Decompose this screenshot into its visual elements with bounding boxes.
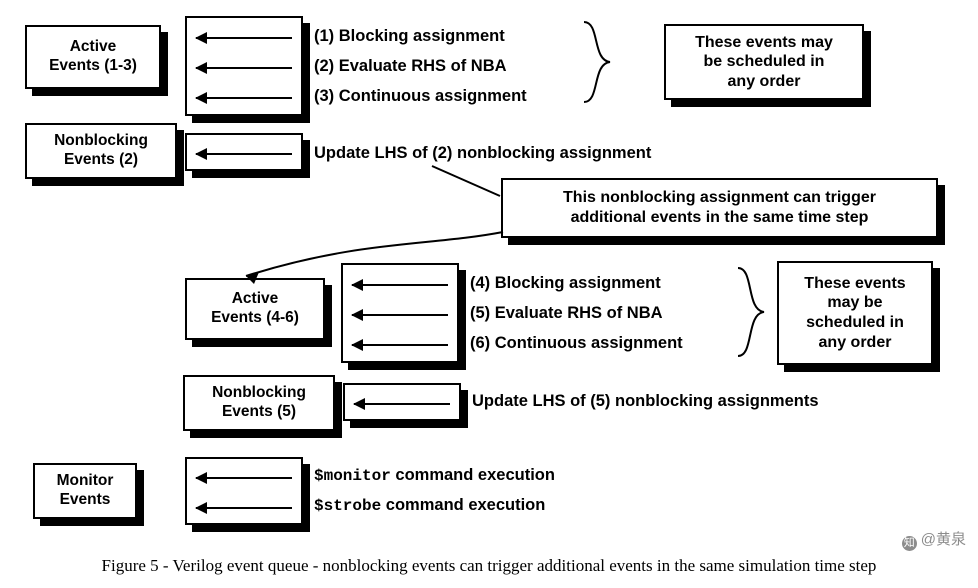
monitor-label-line1: Monitor	[56, 472, 114, 490]
active-4-6-item-2: (5) Evaluate RHS of NBA	[470, 304, 663, 322]
active-4-6-item-1: (4) Blocking assignment	[470, 274, 661, 292]
nonblocking-5-arrow-1	[353, 398, 450, 410]
note-1-line3: any order	[727, 72, 801, 90]
active-1-3-label: Active Events (1-3)	[25, 25, 161, 89]
nonblocking-2-arrow-1	[195, 148, 292, 160]
note-2-line4: any order	[818, 333, 892, 351]
note-2-line3: scheduled in	[806, 314, 904, 331]
note-2: These events may be scheduled in any ord…	[777, 261, 933, 365]
active-1-3-arrow-3	[195, 92, 292, 104]
active-1-3-label-line2: Events (1-3)	[49, 57, 137, 74]
nonblocking-5-label-line2: Events (5)	[221, 403, 297, 420]
nonblocking-2-label-line2: Events (2)	[63, 151, 139, 168]
note-1-line1: These events may	[695, 33, 833, 51]
strobe-command-rest: command execution	[381, 496, 546, 514]
note-1-line2: be scheduled in	[703, 53, 825, 71]
zhihu-logo-icon: 知	[901, 536, 917, 551]
nonblocking-2-label: Nonblocking Events (2)	[25, 123, 177, 179]
monitor-command-name: $monitor	[314, 467, 391, 485]
monitor-queue	[185, 457, 303, 525]
monitor-label: Monitor Events	[33, 463, 137, 519]
callout-line1: This nonblocking assignment can trigger	[563, 189, 876, 207]
nonblocking-2-queue	[185, 133, 303, 171]
monitor-item-1: $monitor command execution	[314, 466, 555, 485]
monitor-label-line2: Events	[59, 491, 111, 508]
active-1-3-item-3: (3) Continuous assignment	[314, 87, 527, 105]
active-1-3-arrow-2	[195, 62, 292, 74]
figure-caption: Figure 5 - Verilog event queue - nonbloc…	[101, 556, 877, 575]
monitor-arrow-1	[195, 472, 292, 484]
callout-leader-up	[431, 165, 501, 197]
active-4-6-label-line2: Events (4-6)	[211, 309, 299, 326]
watermark: 知@黄泉	[901, 528, 966, 551]
brace-group-2	[737, 267, 765, 357]
nonblocking-5-label-line1: Nonblocking	[212, 384, 306, 402]
active-1-3-item-1: (1) Blocking assignment	[314, 27, 505, 45]
nonblocking-5-label: Nonblocking Events (5)	[183, 375, 335, 431]
note-1: These events may be scheduled in any ord…	[664, 24, 864, 100]
monitor-command-rest: command execution	[390, 466, 555, 484]
brace-group-1	[583, 21, 611, 103]
monitor-item-2: $strobe command execution	[314, 496, 545, 515]
callout: This nonblocking assignment can trigger …	[501, 178, 938, 238]
active-4-6-arrow-1	[351, 279, 448, 291]
callout-line2: additional events in the same time step	[570, 209, 869, 226]
strobe-command-name: $strobe	[314, 497, 382, 515]
monitor-arrow-2	[195, 502, 292, 514]
active-4-6-arrow-2	[351, 309, 448, 321]
nonblocking-2-label-line1: Nonblocking	[54, 132, 148, 150]
active-1-3-item-2: (2) Evaluate RHS of NBA	[314, 57, 507, 75]
watermark-text: @黄泉	[920, 531, 966, 548]
note-2-line1: These events	[804, 274, 906, 292]
active-4-6-arrow-3	[351, 339, 448, 351]
nonblocking-2-item-1: Update LHS of (2) nonblocking assignment	[314, 144, 652, 162]
active-4-6-label: Active Events (4-6)	[185, 278, 325, 340]
active-4-6-item-3: (6) Continuous assignment	[470, 334, 683, 352]
nonblocking-5-item-1: Update LHS of (5) nonblocking assignment…	[472, 392, 819, 410]
active-4-6-label-line1: Active	[231, 290, 279, 308]
active-1-3-arrow-1	[195, 32, 292, 44]
note-2-line2: may be	[827, 294, 883, 312]
active-1-3-label-line1: Active	[69, 38, 117, 56]
